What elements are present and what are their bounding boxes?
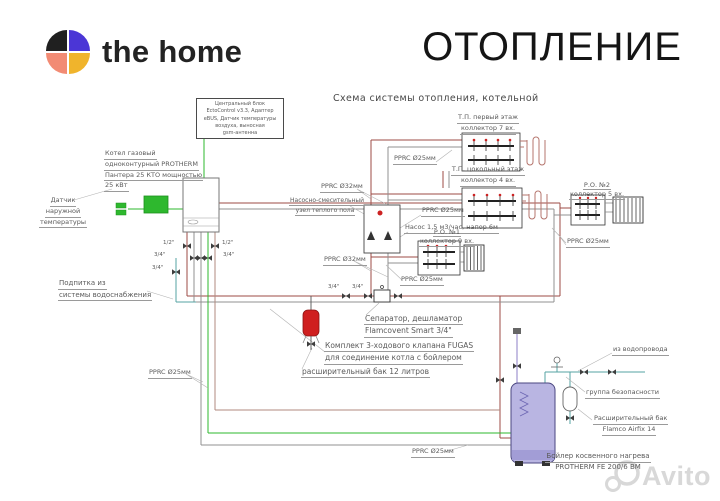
label-gas-boiler: Котел газовый одноконтурный PROTHERM Пан… (104, 149, 204, 192)
central-block-line: gsm-антенна (222, 130, 258, 136)
collector-ro1 (417, 240, 461, 276)
label-collector-ro1: Р.О. №1 коллектор 9 вх. (418, 228, 476, 247)
label-separator: Сепаратор, дешламатор Flamcovent Smart 3… (364, 313, 464, 338)
floor-loop-first-floor (520, 136, 546, 166)
label-water-supply: из водопровода (612, 345, 669, 356)
label-outdoor-sensor: Датчик наружной температуры (30, 196, 96, 229)
page-title: ОТОПЛЕНИЕ (422, 25, 682, 69)
label-pipe-pprc32: PPRC Ø32мм (320, 182, 364, 193)
label-flamco-tank: Расширительный бак Flamco Airfix 14 (593, 414, 669, 436)
label-pipe-pprc25: PPRC Ø25мм (566, 237, 610, 248)
label-safety-group: группа безопасности (585, 388, 660, 399)
logo-petal-black (46, 30, 67, 51)
label-size-three-quarter-inch: 3/4" (328, 284, 340, 290)
label-fugas-valve-kit: Комплект 3-ходового клапана FUGAS для со… (324, 340, 475, 365)
radiator-ro1 (460, 244, 485, 272)
collector-tp-basement (461, 187, 523, 229)
label-size-three-quarter-inch: 3/4" (352, 284, 364, 290)
collector-ro2 (570, 194, 606, 226)
avito-watermark-text: Avito (642, 461, 711, 491)
label-pipe-pprc25: PPRC Ø25мм (393, 154, 437, 165)
expansion-tank-12l (302, 296, 320, 350)
label-pipe-pprc25: PPRC Ø25мм (400, 275, 444, 286)
label-pump: Насос 1,5 м3/час, напор 6м (404, 223, 499, 234)
label-size-three-quarter-inch: 3/4" (152, 265, 164, 271)
gas-boiler-symbol (182, 177, 220, 233)
flamco-tank-symbol (562, 386, 578, 412)
air-vent-icon (513, 328, 521, 334)
label-size-half-inch: 1/2" (222, 240, 234, 246)
the-home-logo-icon (46, 30, 90, 74)
label-leader-lines (73, 149, 613, 459)
label-collector-tp-basement: Т.П. цокольный этаж коллектор 4 вх. (446, 165, 530, 187)
label-size-half-inch: 1/2" (163, 240, 175, 246)
mixing-unit-symbol (363, 204, 401, 254)
collector-tp-first-floor (461, 132, 521, 172)
label-size-three-quarter-inch: 3/4" (223, 252, 235, 258)
outdoor-sensor-connector (115, 202, 127, 216)
floor-loop-basement (522, 190, 548, 220)
label-makeup-water: Подпитка из системы водоснабжения (58, 278, 153, 301)
label-size-three-quarter-inch: 3/4" (154, 252, 166, 258)
brand-name: the home (102, 34, 243, 69)
central-block-line: EctoControl v3.3, Адаптер (206, 108, 274, 115)
label-dhw-boiler: Бойлер косвенного нагрева PROTHERM FE 20… (545, 452, 651, 471)
central-block-note: Центральный блок EctoControl v3.3, Адапт… (196, 98, 284, 139)
label-pipe-pprc25: PPRC Ø25мм (421, 206, 465, 217)
label-pipe-pprc25: PPRC Ø25мм (411, 447, 455, 458)
label-mixing-unit: Насосно-смесительный узел теплого пола (289, 197, 366, 216)
central-block-line: eBUS, Датчик температуры (203, 115, 277, 122)
radiator-ro2 (605, 196, 644, 224)
label-expansion-tank-12l: расширительный бак 12 литров (301, 366, 431, 379)
label-collector-tp-first-floor: Т.П. первый этаж коллектор 7 вх. (450, 113, 526, 135)
label-pipe-pprc32: PPRC Ø32мм (323, 255, 367, 266)
scheme-title: Схема системы отопления, котельной (333, 93, 539, 104)
dhw-boiler-symbol (510, 382, 556, 466)
label-pipe-pprc25: PPRC Ø25мм (148, 368, 192, 379)
label-collector-ro2: Р.О. №2 коллектор 5 вх. (568, 181, 626, 200)
central-block-line: Центральный блок (215, 101, 265, 107)
central-block-line: воздуха, выносная (215, 122, 265, 129)
separator-symbol (373, 285, 391, 303)
safety-group-symbol (551, 356, 563, 368)
controller-module (143, 195, 169, 214)
